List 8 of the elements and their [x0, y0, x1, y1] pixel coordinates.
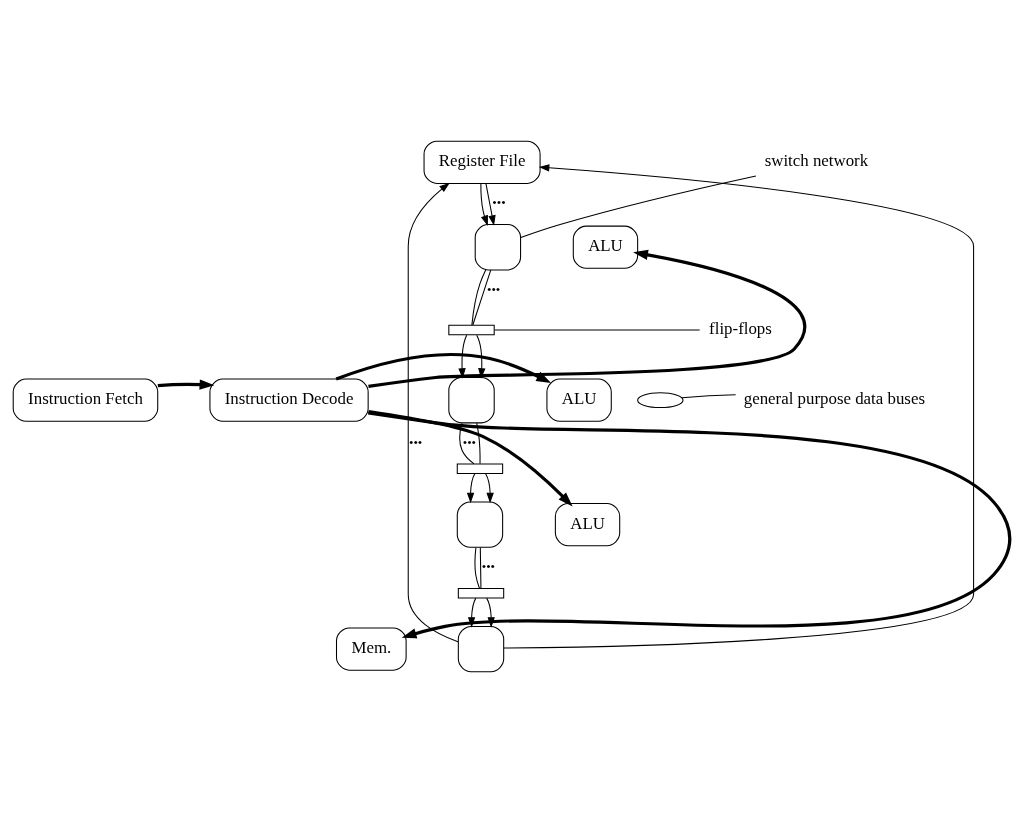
node-text: flip-flops	[708, 319, 772, 339]
edge-label: •••	[481, 560, 495, 575]
edge-label: •••	[486, 282, 500, 297]
edge-label: •••	[408, 435, 422, 450]
node-text: switch network	[764, 151, 868, 171]
edge-label: •••	[491, 196, 506, 211]
node-text: general purpose data buses	[743, 389, 925, 409]
edge-label: •••	[462, 435, 476, 450]
